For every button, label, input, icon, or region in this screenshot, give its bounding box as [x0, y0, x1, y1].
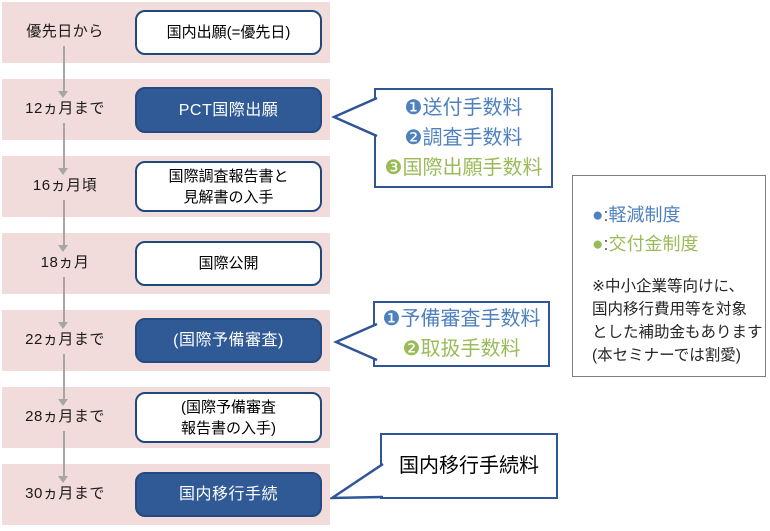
callout-national-phase-fee: 国内移行手続料 [380, 433, 558, 499]
flow-box-text: 国際調査報告書と [168, 167, 289, 185]
flow-box-text: (国際予備審査) [173, 332, 284, 349]
callout-tail-left-icon [333, 322, 378, 362]
fee-item: ❸国際出願手数料 [384, 157, 543, 179]
arrow-head-icon [58, 399, 68, 406]
arrow-line [62, 354, 65, 399]
arrow-head-icon [58, 476, 68, 483]
callout-pct-filing-fees: ❶送付手数料 ❷調査手数料 ❸国際出願手数料 [374, 88, 553, 188]
flow-box-text: 国内出願(=優先日) [166, 24, 291, 41]
down-arrow-5 [57, 354, 70, 406]
legend-item-grant-system: ●:交付金制度 [592, 230, 759, 259]
flow-box-national-phase-entry: 国内移行手続 [135, 472, 322, 517]
timeline-label-18-months: 18ヵ月 [40, 254, 90, 271]
down-arrow-4 [57, 277, 70, 329]
fee-item: ❶予備審査手数料 [382, 308, 541, 330]
flow-box-preliminary-examination-report: (国際予備審査 報告書の入手) [135, 392, 322, 443]
arrow-line [62, 277, 65, 322]
arrow-line [62, 123, 65, 168]
flow-box-text: 国際公開 [198, 255, 259, 272]
flow-box-text: 見解書の入手 [183, 188, 274, 206]
flow-box-text: (国際予備審査 [181, 398, 276, 416]
arrow-head-icon [58, 322, 68, 329]
down-arrow-6 [57, 431, 70, 483]
flow-box-text: PCT国際出願 [178, 101, 279, 119]
note-line: ※中小企業等向けに、 [592, 278, 745, 295]
note-line: 国内移行費用等を対象 [592, 301, 748, 318]
legend-box: ●:軽減制度 ●:交付金制度 ※中小企業等向けに、 国内移行費用等を対象 とした… [572, 175, 766, 377]
note-line: (本セミナーでは割愛) [592, 347, 741, 364]
timeline-label-30-months: 30ヵ月まで [25, 485, 105, 502]
arrow-head-icon [58, 168, 68, 175]
note-line: とした補助金もあります [592, 324, 763, 341]
arrow-line [62, 46, 65, 91]
flow-box-pct-international-application: PCT国際出願 [135, 87, 322, 133]
fee-item: 国内移行手続料 [399, 455, 539, 477]
legend-label: 交付金制度 [608, 234, 699, 254]
flow-box-text: 報告書の入手) [181, 419, 276, 437]
timeline-label-16-months: 16ヵ月頃 [32, 177, 98, 194]
flow-box-text: 国内移行手続 [178, 486, 278, 503]
callout-tail-left-icon [331, 96, 378, 138]
legend-separator: : [603, 234, 609, 254]
callout-preliminary-exam-fees: ❶予備審査手数料 ❷取扱手数料 [373, 301, 550, 367]
arrow-head-icon [58, 245, 68, 252]
arrow-head-icon [58, 91, 68, 98]
down-arrow-3 [57, 200, 70, 252]
timeline-label-28-months: 28ヵ月まで [25, 408, 105, 425]
legend-separator: : [603, 205, 609, 225]
down-arrow-1 [57, 46, 70, 98]
fee-item: ❷調査手数料 [404, 127, 523, 149]
flow-box-international-preliminary-examination: (国際予備審査) [135, 318, 322, 363]
fee-item: ❷取扱手数料 [402, 338, 521, 360]
arrow-line [62, 200, 65, 245]
arrow-line [62, 431, 65, 476]
timeline-label-priority-date: 優先日から [26, 23, 104, 40]
legend-label: 軽減制度 [608, 205, 681, 225]
timeline-label-12-months: 12ヵ月まで [25, 100, 105, 117]
flow-box-international-search-report: 国際調査報告書と 見解書の入手 [135, 161, 322, 212]
fee-item: ❶送付手数料 [404, 97, 523, 119]
legend-note: ※中小企業等向けに、 国内移行費用等を対象 とした補助金もあります (本セミナー… [592, 275, 763, 367]
down-arrow-2 [57, 123, 70, 175]
blue-dot-icon: ● [592, 205, 604, 226]
flow-box-domestic-application: 国内出願(=優先日) [135, 10, 322, 55]
green-dot-icon: ● [592, 234, 604, 255]
timeline-label-22-months: 22ヵ月まで [25, 331, 105, 348]
legend-item-reduction-system: ●:軽減制度 [592, 201, 759, 230]
flow-box-international-publication: 国際公開 [135, 241, 322, 286]
callout-tail-bottom-left-icon [330, 462, 384, 500]
